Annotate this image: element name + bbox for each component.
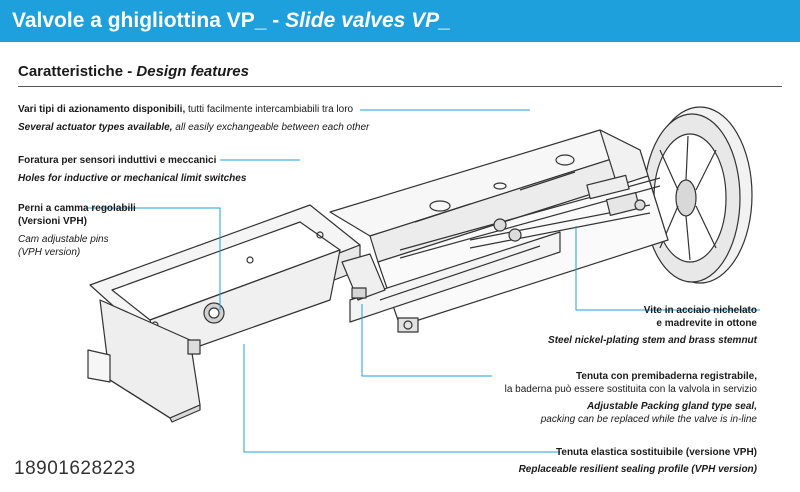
feature-stem-en: Steel nickel-plating stem and brass stem… <box>548 335 757 346</box>
feature-actuator-en: Several actuator types available, all ea… <box>18 122 370 133</box>
valve-body <box>89 204 361 361</box>
support-foot <box>87 299 201 423</box>
feature-holes-it: Foratura per sensori induttivi e meccani… <box>18 155 217 166</box>
gate-plate <box>349 231 561 323</box>
stem-rods <box>399 174 661 259</box>
feature-packing-en: Adjustable Packing gland type seal,packi… <box>540 401 757 425</box>
feature-packing-it: Tenuta con premibaderna registrabile,la … <box>504 371 757 395</box>
section-title: Caratteristiche - Design features <box>18 63 249 80</box>
feature-cam-it: Perni a camma regolabili(Versioni VPH) <box>18 203 136 227</box>
handwheel-icon <box>643 106 753 284</box>
feature-seal-en: Replaceable resilient sealing profile (V… <box>518 464 757 475</box>
section-divider <box>18 86 782 87</box>
feature-holes-en: Holes for inductive or mechanical limit … <box>18 173 247 184</box>
feature-actuator-it: Vari tipi di azionamento disponibili, tu… <box>18 104 354 115</box>
feature-seal-it: Tenuta elastica sostituibile (versione V… <box>556 447 757 458</box>
page-title: Valvole a ghigliottina VP_ - Slide valve… <box>12 9 451 32</box>
phone-number: 18901628223 <box>14 458 136 479</box>
feature-cam-en: Cam adjustable pins(VPH version) <box>18 234 109 258</box>
gland-bracket <box>341 253 419 333</box>
header-bar: Valvole a ghigliottina VP_ - Slide valve… <box>0 0 800 42</box>
leader-lines <box>84 109 760 453</box>
